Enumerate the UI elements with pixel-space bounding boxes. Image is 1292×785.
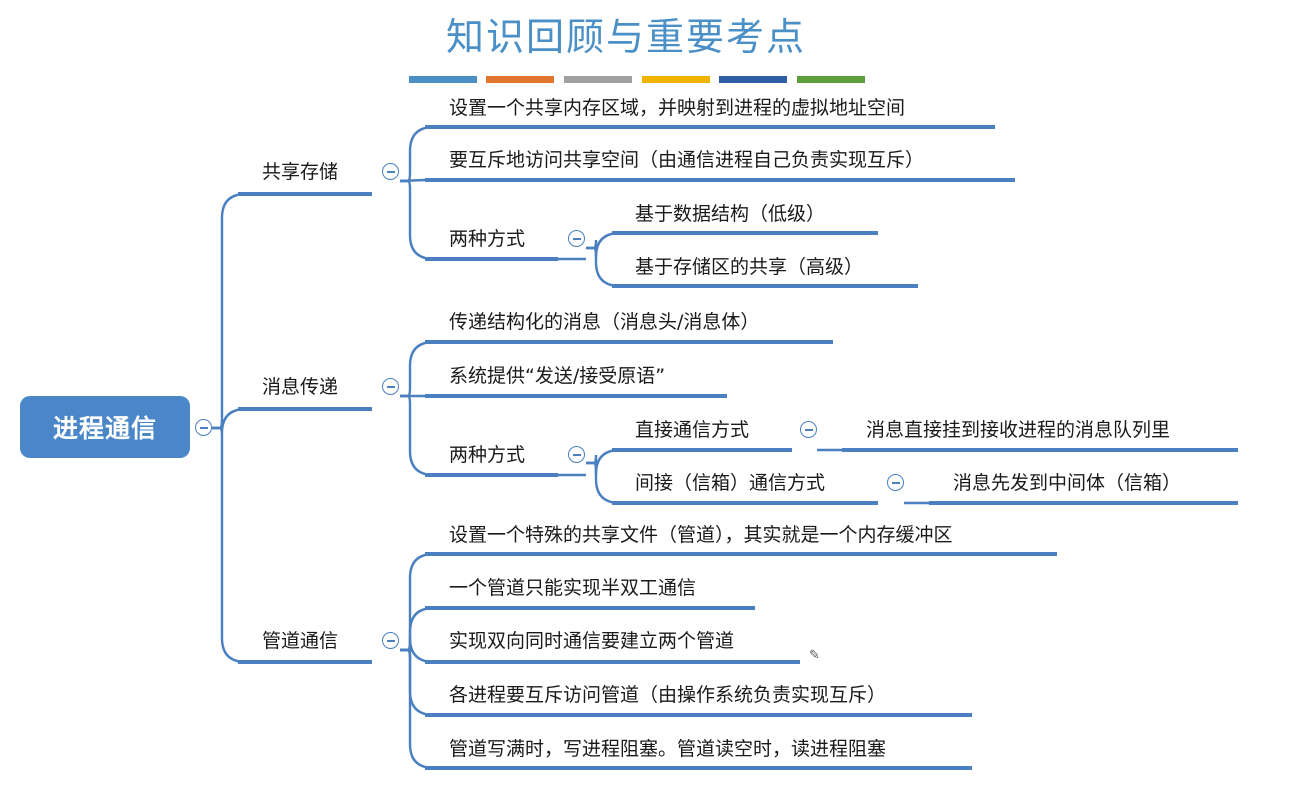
root-collapse-icon[interactable] xyxy=(195,419,212,436)
message-two-modes[interactable]: 两种方式 xyxy=(449,444,526,466)
connector-line xyxy=(400,125,435,183)
connector-line xyxy=(400,648,435,717)
root-node[interactable]: 进程通信 xyxy=(20,396,190,458)
branch-pipe[interactable]: 管道通信 xyxy=(262,630,339,652)
connector-line xyxy=(400,394,435,477)
color-swatch xyxy=(719,76,787,83)
direct-mode-collapse-icon[interactable] xyxy=(800,421,817,438)
message-modes-collapse-icon[interactable] xyxy=(568,446,585,463)
pencil-cursor-icon: ✎ xyxy=(809,648,820,663)
color-swatch xyxy=(564,76,632,83)
connector-line xyxy=(400,552,435,652)
pipe-item-5[interactable]: 管道写满时，写进程阻塞。管道读空时，读进程阻塞 xyxy=(449,738,887,760)
connector-line xyxy=(400,648,435,770)
connector-line xyxy=(212,426,247,664)
shared-item-1[interactable]: 设置一个共享内存区域，并映射到进程的虚拟地址空间 xyxy=(449,97,906,119)
color-swatch xyxy=(797,76,865,83)
color-swatch xyxy=(486,76,554,83)
color-swatch xyxy=(642,76,710,83)
connector-line xyxy=(400,340,435,398)
shared-storage-collapse-icon[interactable] xyxy=(382,163,399,180)
shared-two-modes[interactable]: 两种方式 xyxy=(449,228,526,250)
branch-message-passing[interactable]: 消息传递 xyxy=(262,376,339,398)
shared-item-2[interactable]: 要互斥地访问共享空间（由通信进程自己负责实现互斥） xyxy=(449,149,925,171)
connector-line xyxy=(586,246,621,288)
direct-mode-detail[interactable]: 消息直接挂到接收进程的消息队列里 xyxy=(866,419,1171,441)
indirect-mode-collapse-icon[interactable] xyxy=(887,474,904,491)
branch-shared-storage[interactable]: 共享存储 xyxy=(262,161,339,183)
connector-line xyxy=(400,606,435,652)
pipe-item-1[interactable]: 设置一个特殊的共享文件（管道），其实就是一个内存缓冲区 xyxy=(449,524,953,546)
pipe-collapse-icon[interactable] xyxy=(382,632,399,649)
connector-line xyxy=(586,461,621,505)
pipe-item-2[interactable]: 一个管道只能实现半双工通信 xyxy=(449,577,697,599)
page-title: 知识回顾与重要考点 xyxy=(446,15,807,59)
connector-line xyxy=(586,231,621,258)
connector-line xyxy=(212,192,247,430)
message-mode-direct[interactable]: 直接通信方式 xyxy=(635,419,750,441)
connector-line xyxy=(400,179,435,261)
indirect-mode-detail[interactable]: 消息先发到中间体（信箱） xyxy=(953,472,1182,494)
pipe-item-4[interactable]: 各进程要互斥访问管道（由操作系统负责实现互斥） xyxy=(449,684,887,706)
shared-mode-high[interactable]: 基于存储区的共享（高级） xyxy=(635,256,864,278)
connector-line xyxy=(212,407,247,434)
message-item-1[interactable]: 传递结构化的消息（消息头/消息体） xyxy=(449,311,760,333)
color-swatch xyxy=(409,76,477,83)
message-mode-indirect[interactable]: 间接（信箱）通信方式 xyxy=(635,472,826,494)
shared-mode-low[interactable]: 基于数据结构（低级） xyxy=(635,203,826,225)
shared-modes-collapse-icon[interactable] xyxy=(568,230,585,247)
message-passing-collapse-icon[interactable] xyxy=(382,378,399,395)
pipe-item-3[interactable]: 实现双向同时通信要建立两个管道 xyxy=(449,630,735,652)
message-item-2[interactable]: 系统提供“发送/接受原语” xyxy=(449,365,666,387)
